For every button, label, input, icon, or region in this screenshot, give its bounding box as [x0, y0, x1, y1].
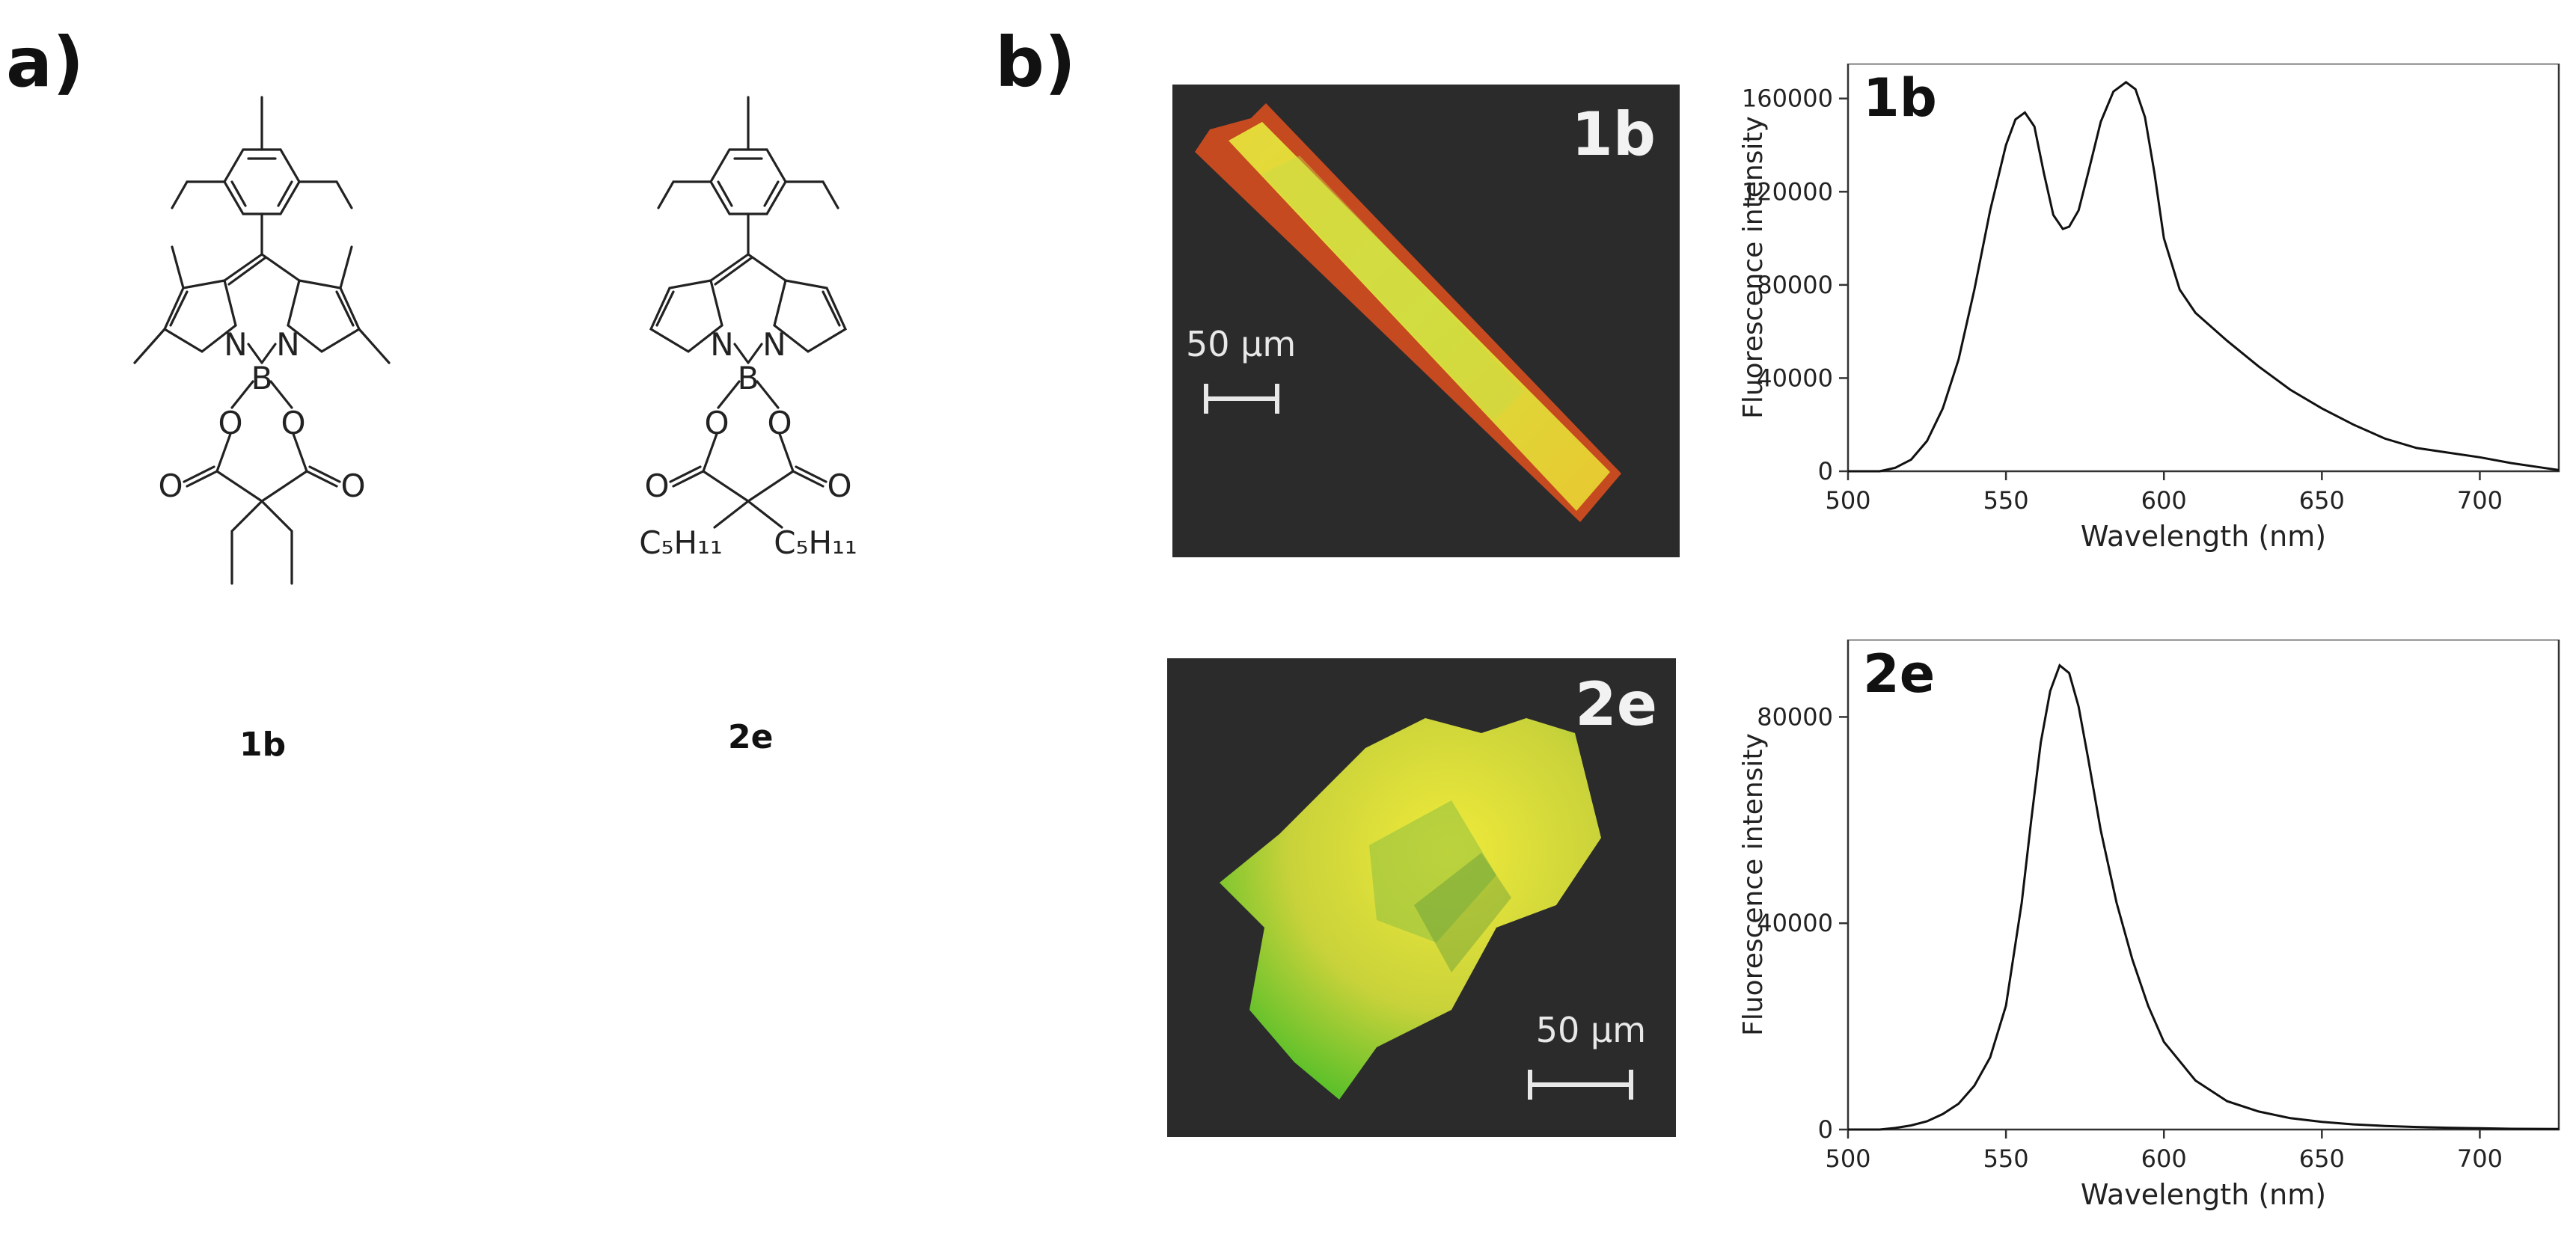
y-tick-label-2e: 80000: [1757, 702, 1833, 731]
spectrum-line-1b: [1848, 81, 2560, 473]
atom-o-left-2e: O: [704, 405, 729, 441]
y-tick-label-1b: 120000: [1742, 177, 1833, 206]
scale-text-2e: 50 μm: [1535, 1010, 1646, 1050]
x-tick-label-2e: 550: [1983, 1144, 2029, 1173]
compound-label-1b: 1b: [239, 726, 287, 764]
atom-o-right-1b: O: [281, 405, 305, 441]
x-tick-label-2e: 700: [2457, 1144, 2503, 1173]
atom-co-left-2e: O: [644, 468, 669, 504]
y-tick-label-1b: 80000: [1757, 271, 1833, 299]
panel-a-letter: a): [6, 22, 85, 102]
atom-o-right-2e: O: [767, 405, 792, 441]
micrograph-2e: 2e 50 μm: [1167, 658, 1676, 1137]
micrograph-label-2e: 2e: [1575, 669, 1657, 739]
micrograph-label-1b: 1b: [1571, 99, 1656, 169]
x-tick-label-1b: 550: [1983, 486, 2029, 515]
plot-frame-2e: [1847, 640, 2560, 1131]
scale-text-1b: 50 μm: [1186, 324, 1297, 364]
scale-bar-2e: [1528, 1070, 1633, 1100]
micrograph-1b: 1b 50 μm: [1172, 85, 1680, 557]
x-tick-label-1b: 600: [2141, 486, 2187, 515]
scale-bar-1b: [1204, 384, 1279, 414]
substituent-left-2e: C₅H₁₁: [639, 524, 722, 561]
structure-2e: N N B O O O O C₅H₁₁ C₅H₁₁: [639, 96, 857, 561]
atom-n-left-2e: N: [710, 326, 733, 363]
y-tick-label-1b: 40000: [1757, 364, 1833, 392]
substituent-right-2e: C₅H₁₁: [774, 524, 857, 561]
x-tick-label-1b: 650: [2299, 486, 2345, 515]
structure-1b: N N B O O O O: [133, 96, 391, 585]
y-tick-label-1b: 160000: [1742, 85, 1833, 113]
atom-n-right-1b: N: [276, 326, 299, 363]
y-axis-label-1b: Fluorescence intensity: [1738, 116, 1769, 419]
atom-co-right-2e: O: [827, 468, 851, 504]
atom-b-2e: B: [738, 360, 759, 396]
atom-b-1b: B: [251, 360, 273, 396]
atom-n-left-1b: N: [224, 326, 247, 363]
x-axis-label-1b: Wavelength (nm): [2081, 520, 2326, 553]
crystal-2e-image: [1220, 718, 1601, 1100]
x-tick-label-1b: 700: [2457, 486, 2503, 515]
plot-frame-1b: [1847, 64, 2560, 473]
chart-label-1b: 1b: [1863, 67, 1937, 129]
x-tick-label-2e: 500: [1825, 1144, 1870, 1173]
spectrum-line-2e: [1848, 664, 2560, 1131]
y-tick-label-1b: 0: [1818, 457, 1833, 485]
chart-label-2e: 2e: [1863, 643, 1935, 705]
chart-2e: 500 550 600 650 700 0 40000 80000 2e Wavelength…: [1738, 640, 2560, 1211]
crystal-1b-image: [1195, 103, 1621, 522]
y-tick-label-2e: 40000: [1757, 909, 1833, 937]
y-tick-label-2e: 0: [1818, 1115, 1833, 1144]
y-axis-label-2e: Fluorescence intensity: [1738, 733, 1769, 1036]
atom-co-left-1b: O: [158, 468, 183, 504]
x-tick-label-2e: 650: [2299, 1144, 2345, 1173]
panel-b-letter: b): [995, 22, 1076, 102]
atom-o-left-1b: O: [218, 405, 242, 441]
atom-co-right-1b: O: [340, 468, 365, 504]
chart-1b: 500 550 600 650 700 0 40000 80000 120000 160000 1…: [1738, 64, 2560, 553]
x-tick-label-2e: 600: [2141, 1144, 2187, 1173]
x-axis-label-2e: Wavelength (nm): [2081, 1178, 2326, 1211]
atom-n-right-2e: N: [762, 326, 786, 363]
compound-label-2e: 2e: [728, 718, 774, 756]
x-tick-label-1b: 500: [1825, 486, 1870, 515]
